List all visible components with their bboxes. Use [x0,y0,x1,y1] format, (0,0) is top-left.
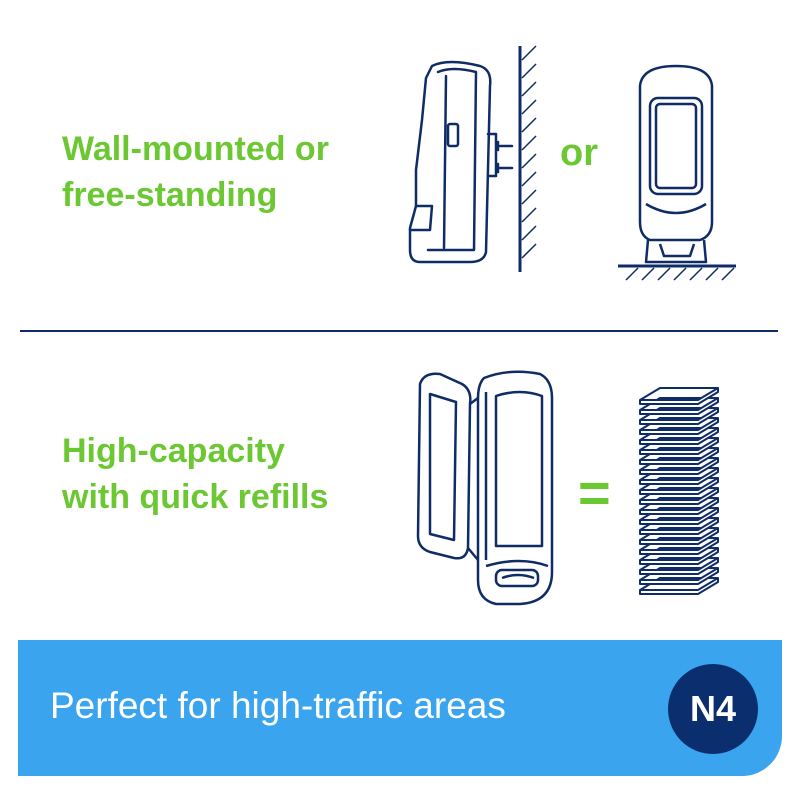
feature-high-capacity-text: High-capacity with quick refills [62,428,328,520]
feature-2-line-2: with quick refills [62,478,329,516]
bottom-banner: Perfect for high-traffic areas N4 [18,640,782,776]
napkin-layer [639,387,719,405]
feature-1-line-1: Wall-mounted or [62,130,329,168]
equals-connector: = [578,461,611,524]
feature-1-line-2: free-standing [62,176,278,214]
feature-wall-mounted-text: Wall-mounted or free-standing [62,126,329,218]
section-divider [20,330,778,332]
product-badge: N4 [668,664,758,754]
banner-text: Perfect for high-traffic areas [50,685,506,726]
feature-2-line-1: High-capacity [62,432,285,470]
or-connector: or [560,132,598,174]
